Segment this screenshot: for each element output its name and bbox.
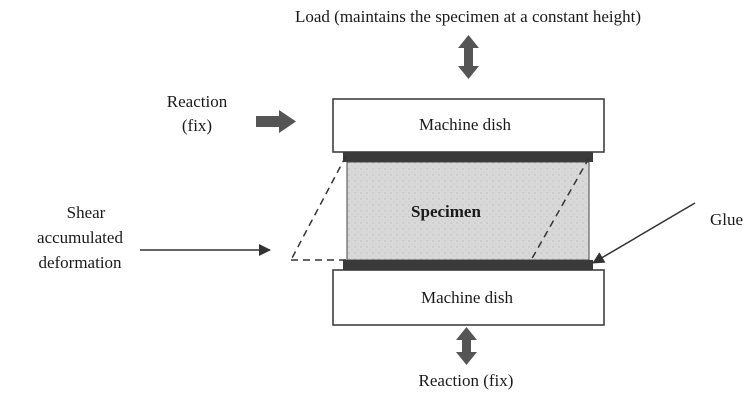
glue-pointer-arrow: [592, 202, 696, 264]
bottom-glue-band: [343, 260, 593, 270]
sheared-outline: [290, 155, 590, 263]
load-label: Load (maintains the specimen at a consta…: [295, 7, 641, 26]
bottom-machine-dish-label: Machine dish: [421, 288, 514, 307]
reaction-left-label-line2: (fix): [182, 116, 212, 135]
specimen-label: Specimen: [411, 202, 481, 221]
top-machine-dish-label: Machine dish: [419, 115, 512, 134]
bottom-machine-dish: [332, 269, 605, 326]
shear-label-line1: Shear: [67, 203, 106, 222]
reaction-right-arrow-icon: [256, 110, 296, 133]
reaction-left-label-line1: Reaction: [167, 92, 228, 111]
load-arrow-icon: [458, 35, 479, 79]
specimen-block: [346, 161, 590, 261]
top-machine-dish: [332, 98, 605, 153]
reaction-bottom-label: Reaction (fix): [419, 371, 514, 390]
glue-label: Glue: [710, 210, 743, 229]
shear-label-line3: deformation: [38, 253, 122, 272]
shear-label-line2: accumulated: [37, 228, 123, 247]
top-glue-band: [343, 152, 593, 162]
bottom-reaction-arrow-icon: [456, 327, 477, 365]
